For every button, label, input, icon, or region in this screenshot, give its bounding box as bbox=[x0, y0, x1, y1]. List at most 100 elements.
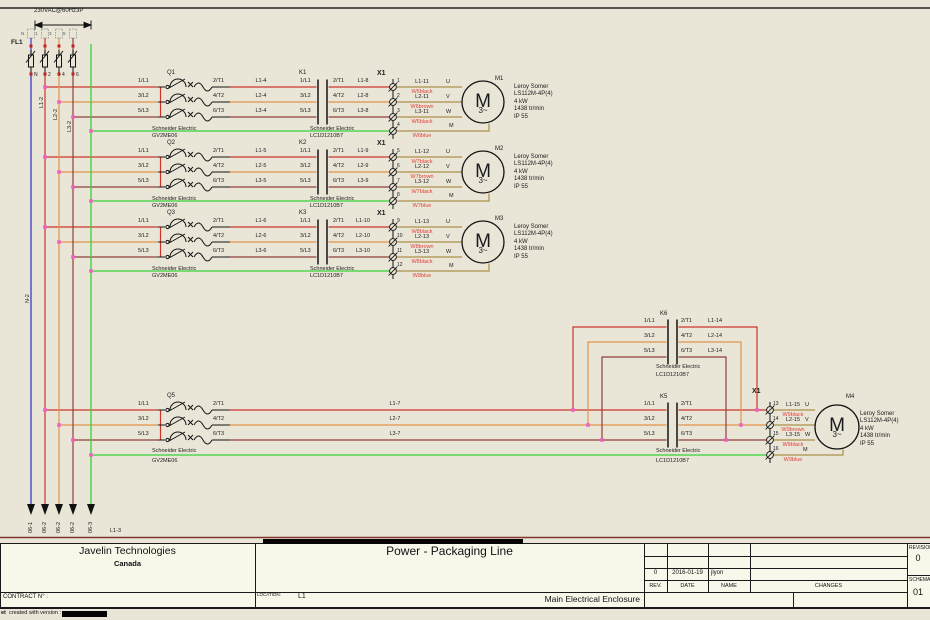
label-branches-1-cables-0: W7black bbox=[411, 158, 433, 165]
label-branches-0-terminal-numbers-3: 4 bbox=[397, 121, 400, 128]
label-branch4-k6-in-1: 3/L2 bbox=[644, 333, 655, 339]
scheme-value: 01 bbox=[912, 587, 923, 597]
label-branch4-terminal-numbers-2: 15 bbox=[773, 431, 779, 437]
label-branches-1-cables-3: W7blue bbox=[412, 203, 432, 209]
label-branches-0-terminal-numbers-1: 2 bbox=[397, 92, 400, 99]
label-branches-0-motor-phase: 3~ bbox=[478, 106, 488, 115]
label-branch4-k6-wires-0: L1-14 bbox=[707, 318, 723, 324]
date-header: DATE bbox=[680, 582, 695, 589]
label-branches-2-motor-terms-3: M bbox=[449, 263, 454, 269]
label-branches-1-breaker-name: Q2 bbox=[167, 140, 176, 146]
label-branch4-k6-out-2: 6/T3 bbox=[681, 348, 693, 354]
rev-table-line bbox=[750, 543, 751, 592]
label-branches-0-wires1-0: L1-4 bbox=[255, 78, 267, 84]
label-branches-0-wires3-1: L2-11 bbox=[415, 94, 429, 100]
title-block-border bbox=[0, 543, 930, 545]
label-branches-1-contactor-in-2: 5/L3 bbox=[300, 178, 311, 184]
label-branches-2-breaker-in-0: 1/L1 bbox=[138, 218, 149, 224]
label-branches-0-breaker-out-0: 2/T1 bbox=[213, 78, 225, 84]
label-branch4-k6-in-2: 5/L3 bbox=[644, 348, 655, 354]
label-branches-2-motor-name: M3 bbox=[495, 216, 504, 222]
label-branch4-k5-out-1: 4/T2 bbox=[681, 416, 693, 422]
enclosure-name: Main Electrical Enclosure bbox=[544, 593, 640, 604]
label-branch4-wires3-1: L2-15 bbox=[785, 417, 801, 423]
title-block-border bbox=[255, 543, 256, 608]
label-branches-1-contactor-ref: LC1D1210B7 bbox=[310, 203, 344, 209]
fuse-l3 bbox=[67, 28, 78, 76]
label-branches-2-cables-2: W8black bbox=[411, 258, 433, 265]
label-branches-1-motor-phase: 3~ bbox=[478, 176, 488, 185]
label-branch4-breaker-in-1: 3/L2 bbox=[138, 416, 149, 422]
label-branches-0-contactor-in-2: 5/L3 bbox=[300, 108, 311, 114]
label-branches-2-wires2-1: L2-10 bbox=[355, 233, 371, 239]
label-branch4-k6-out-0: 2/T1 bbox=[681, 318, 693, 324]
label-branch4-motor-terms-3: M bbox=[803, 447, 808, 453]
fuse-n bbox=[25, 28, 36, 76]
wires bbox=[30, 44, 844, 505]
label-branches-2-contactor-out-1: 4/T2 bbox=[333, 233, 345, 239]
title-block bbox=[0, 543, 930, 608]
label-branches-0-breaker-out-2: 6/T3 bbox=[213, 108, 225, 114]
rev-table-line bbox=[708, 543, 709, 592]
label-branches-0-wires3-2: L3-11 bbox=[415, 109, 429, 115]
label-branches-0-wires2-2: L3-8 bbox=[357, 108, 369, 114]
label-branches-2-motor-terms-2: W bbox=[446, 249, 452, 255]
label-branches-0-breaker-in-2: 5/L3 bbox=[138, 108, 149, 114]
footer-text: created with version : bbox=[9, 610, 61, 616]
label-branches-2-wires3-0: L1-13 bbox=[414, 219, 430, 225]
rev-table-line bbox=[667, 543, 668, 592]
label-supply-fuse_top-1: 1 bbox=[35, 30, 38, 36]
label-bus-refs-1: 06-2 bbox=[42, 521, 48, 533]
label-branches-0-motor-terms-0: U bbox=[446, 79, 450, 85]
label-branch4-wires1-2: L3-7 bbox=[389, 431, 401, 437]
location-value: L1 bbox=[298, 592, 306, 600]
label-branches-0-breaker-name: Q1 bbox=[167, 70, 176, 76]
label-branch4-breaker-out-0: 2/T1 bbox=[213, 401, 225, 407]
sheet-title: Power - Packaging Line bbox=[386, 544, 513, 558]
label-branch4-motor-terms-0: U bbox=[805, 402, 809, 408]
label-branches-2-contactor-out-0: 2/T1 bbox=[333, 218, 345, 224]
label-branches-2-motor-spec: Leroy Somer LS112M-4P(4) 4 kW 1438 tr/mi… bbox=[514, 224, 553, 260]
label-branches-2-contactor-in-2: 5/L3 bbox=[300, 248, 311, 254]
label-bus-labels-2: L2-2 bbox=[52, 108, 59, 120]
label-branch4-breaker-mfr: Schneider Electric bbox=[152, 448, 197, 454]
label-branch4-breaker-ref: GV2ME06 bbox=[152, 457, 178, 464]
label-branches-1-breaker-out-0: 2/T1 bbox=[213, 148, 225, 154]
label-branch4-terminal-numbers-0: 13 bbox=[773, 401, 779, 407]
label-branches-2-cables-0: W8black bbox=[411, 228, 433, 235]
label-branches-1-contactor-out-1: 4/T2 bbox=[333, 163, 345, 169]
label-branches-0-wires1-1: L2-4 bbox=[255, 93, 267, 99]
label-branch4-terminal-numbers-3: 16 bbox=[773, 446, 779, 452]
title-block-divider bbox=[0, 591, 907, 593]
label-branches-0-motor-terms-2: W bbox=[446, 109, 452, 115]
label-branch4-cables-2: W9black bbox=[782, 441, 804, 448]
label-branches-1-breaker-ref: GV2ME06 bbox=[152, 203, 178, 209]
label-branches-2-breaker-out-2: 6/T3 bbox=[213, 248, 225, 254]
label-branches-1-terminal-numbers-3: 8 bbox=[397, 191, 400, 198]
label-branches-2-motor-phase: 3~ bbox=[478, 246, 488, 255]
label-supply-fuse_bottom-0: N bbox=[34, 71, 38, 78]
label-branches-1-breaker-out-1: 4/T2 bbox=[213, 163, 225, 169]
label-branches-1-motor-terms-1: V bbox=[446, 164, 450, 170]
label-branches-0-breaker-ref: GV2ME06 bbox=[152, 133, 178, 139]
label-branch4-cables-1: W9brown bbox=[781, 426, 805, 433]
label-branches-2-wires1-1: L2-6 bbox=[255, 233, 267, 239]
label-branches-2-breaker-in-2: 5/L3 bbox=[138, 248, 149, 254]
label-branches-2-breaker-name: Q3 bbox=[167, 210, 176, 216]
label-branches-2-breaker-out-1: 4/T2 bbox=[213, 233, 225, 239]
company-name: Javelin Technologies bbox=[79, 545, 176, 557]
label-branches-1-breaker-mfr: Schneider Electric bbox=[152, 195, 197, 202]
rev-table-line bbox=[644, 568, 907, 569]
contract-label: CONTRACT N° : bbox=[3, 594, 48, 600]
label-branches-2-contactor-in-1: 3/L2 bbox=[300, 233, 311, 239]
label-branches-1-contactor-name: K2 bbox=[299, 140, 307, 146]
label-branches-1-terminal-name: X1 bbox=[377, 140, 386, 147]
label-branch4-wires3-0: L1-15 bbox=[785, 402, 801, 408]
label-branches-2-breaker-in-1: 3/L2 bbox=[138, 233, 149, 239]
label-branches-0-contactor-name: K1 bbox=[299, 70, 307, 76]
label-branches-1-motor-symbol: M bbox=[475, 161, 491, 182]
label-branches-2-motor-terms-1: V bbox=[446, 234, 450, 240]
contactor-symbols bbox=[317, 78, 678, 449]
label-branches-1-wires3-1: L2-12 bbox=[414, 164, 430, 170]
revision-value: 0 bbox=[915, 553, 921, 563]
